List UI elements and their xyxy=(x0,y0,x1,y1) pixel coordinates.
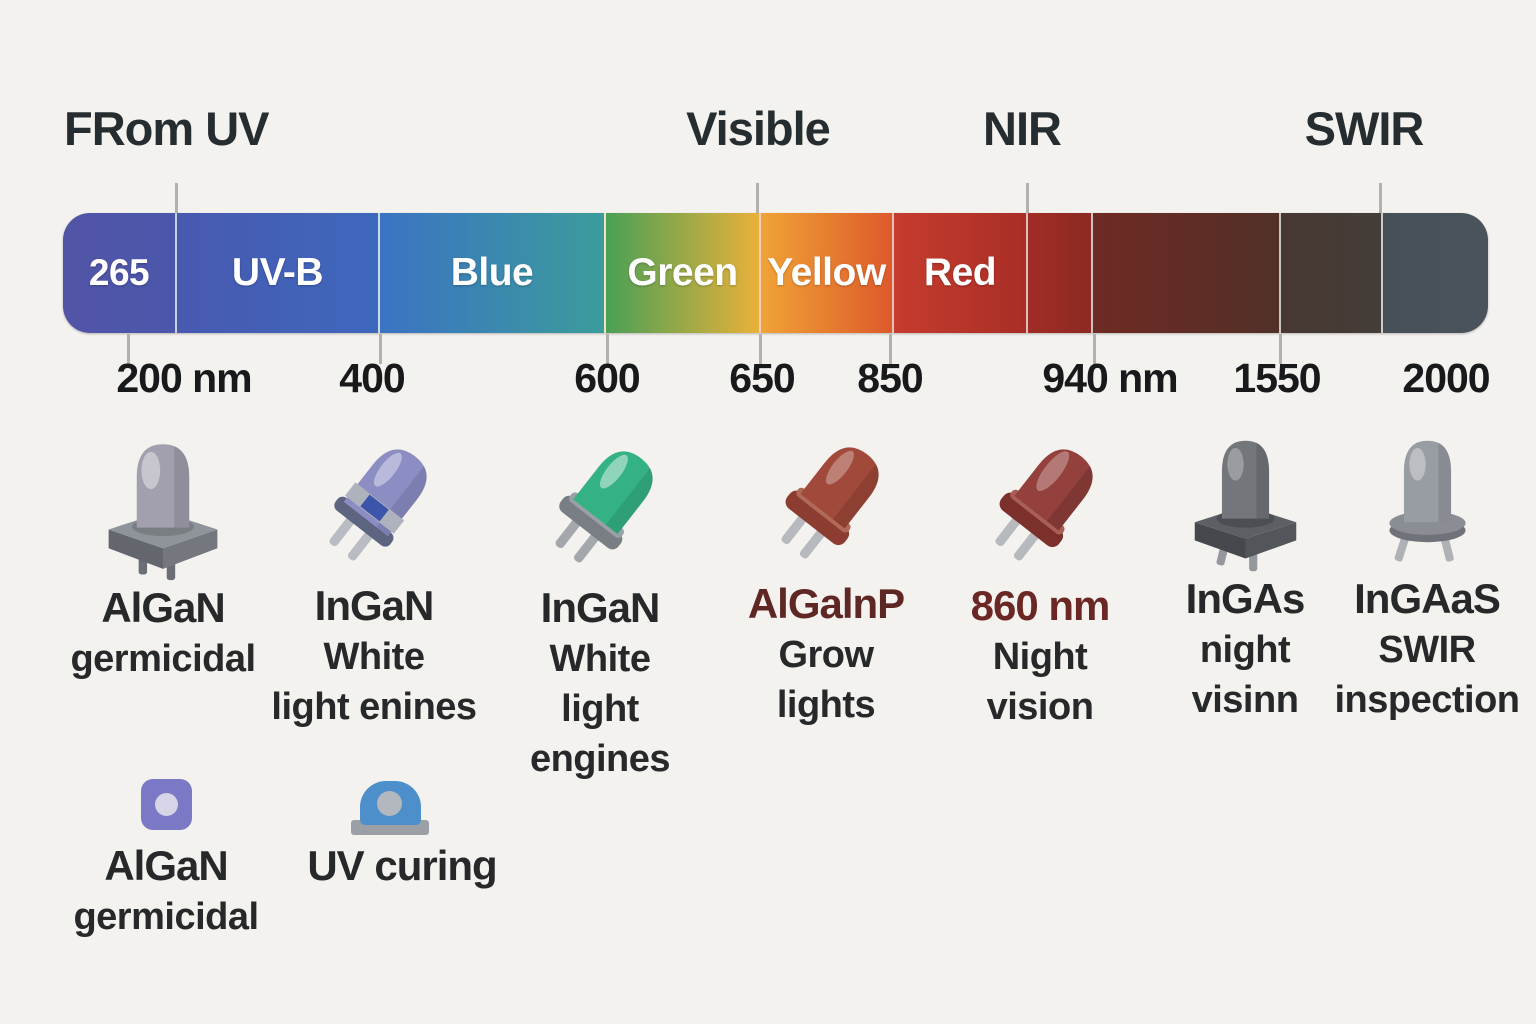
uv-chip-dot xyxy=(155,793,178,816)
led-figure-860nm-nightvision: 860 nm Night vision xyxy=(900,430,1180,732)
led-use-label: White xyxy=(549,638,651,680)
led-use-label: Grow xyxy=(778,634,874,676)
footer-use-label: germicidal xyxy=(73,896,259,938)
led-figure-algainp-grow: AlGalnP Grow lights xyxy=(686,428,966,730)
segment-label: 265 xyxy=(88,252,150,293)
led-material-label: InGaN xyxy=(314,582,435,629)
led-use-label: inspection xyxy=(1334,679,1520,721)
segment-label: Green xyxy=(627,251,738,294)
uv-curing-lamp-dot xyxy=(377,791,402,816)
led-figure-ingan-white-1: InGaN White light enines xyxy=(234,430,514,732)
led-use-label: SWIR xyxy=(1378,629,1476,671)
wavelength-label-200nm: 200 nm xyxy=(116,355,252,401)
infrared-led-icon xyxy=(995,449,1093,561)
tick-visible xyxy=(756,183,759,213)
spectrum-segment-red: Red xyxy=(892,213,1026,333)
led-use-label: vision xyxy=(986,686,1094,728)
tick-swir xyxy=(1379,183,1382,213)
led-use-label: visinn xyxy=(1191,679,1299,721)
spectrum-segment-swir xyxy=(1381,213,1488,333)
wavelength-label-600: 600 xyxy=(574,355,640,401)
spectrum-segment-blue: Blue xyxy=(378,213,604,333)
blue-led-icon xyxy=(329,449,427,561)
spectrum-segment-uvb: UV-B xyxy=(175,213,378,333)
led-figure-ingan-white-2: InGaN White light engines xyxy=(460,432,740,784)
red-led-icon xyxy=(781,447,879,559)
tick-200nm xyxy=(127,334,130,364)
tick-850 xyxy=(889,334,892,364)
led-use-label: Night xyxy=(992,636,1088,678)
segment-label: Blue xyxy=(450,251,534,294)
led-material-label: AlGaN xyxy=(101,584,225,631)
footer-caption-algan: AlGaN germicidal xyxy=(73,840,259,942)
segment-label: Red xyxy=(923,251,997,294)
spectrum-segment-nir xyxy=(1091,213,1279,333)
spectrum-segment-265: 265 xyxy=(63,213,175,333)
header-visible: Visible xyxy=(686,102,831,155)
header-nir: NIR xyxy=(983,102,1062,155)
wavelength-label-850: 850 xyxy=(857,355,923,401)
segment-label: UV-B xyxy=(231,251,324,294)
led-material-label: AlGalnP xyxy=(747,580,905,627)
led-figure-algan-germicidal: AlGaN germicidal xyxy=(23,432,303,684)
led-figure-ingas-night: InGAs night visinn xyxy=(1105,428,1385,725)
led-use-label: engines xyxy=(529,738,671,780)
header-swir: SWIR xyxy=(1304,102,1425,155)
wavelength-label-2000: 2000 xyxy=(1402,355,1490,401)
led-material-label: InGaN xyxy=(540,584,661,631)
nir-led-icon xyxy=(1194,440,1296,572)
footer-use-label: UV curing xyxy=(307,842,497,889)
led-use-label: night xyxy=(1199,629,1291,671)
led-material-label: InGAaS xyxy=(1354,575,1501,622)
wavelength-label-940nm: 940 nm xyxy=(1042,355,1178,401)
tick-from-uv xyxy=(175,183,178,213)
footer-material-label: AlGaN xyxy=(104,842,228,889)
spectrum-segment-green: Green xyxy=(604,213,759,333)
tick-940nm xyxy=(1093,334,1096,364)
spectrum-segment-yellow: Yellow xyxy=(759,213,892,333)
segment-label: Yellow xyxy=(767,251,886,294)
footer-caption-uv-curing: UV curing xyxy=(307,840,497,892)
wavelength-label-1550: 1550 xyxy=(1233,355,1321,401)
led-use-label: light xyxy=(561,688,639,730)
tick-600 xyxy=(606,334,609,364)
tick-400 xyxy=(379,334,382,364)
led-figure-ingaas-swir: InGAaS SWIR inspection xyxy=(1287,428,1536,725)
wavelength-label-650: 650 xyxy=(729,355,795,401)
led-material-label: InGAs xyxy=(1185,575,1306,622)
spectrum-segment-deepred xyxy=(1026,213,1091,333)
header-from-uv: FRom UV xyxy=(64,102,269,155)
tick-1550 xyxy=(1279,334,1282,364)
spectrum-bar: 265 UV-B Blue Green Yellow Red xyxy=(63,213,1488,333)
tick-650 xyxy=(759,334,762,364)
led-use-label: germicidal xyxy=(70,638,256,680)
green-led-icon xyxy=(555,451,653,563)
led-material-label: 860 nm xyxy=(970,582,1111,629)
led-use-label: lights xyxy=(776,684,876,726)
led-use-label: White xyxy=(323,636,425,678)
uv-led-icon xyxy=(108,444,218,581)
tick-nir xyxy=(1026,183,1029,213)
wavelength-label-400: 400 xyxy=(339,355,405,401)
led-use-label: light enines xyxy=(271,686,477,728)
spectrum-segment-darkbrown xyxy=(1279,213,1381,333)
swir-led-icon xyxy=(1388,440,1466,562)
